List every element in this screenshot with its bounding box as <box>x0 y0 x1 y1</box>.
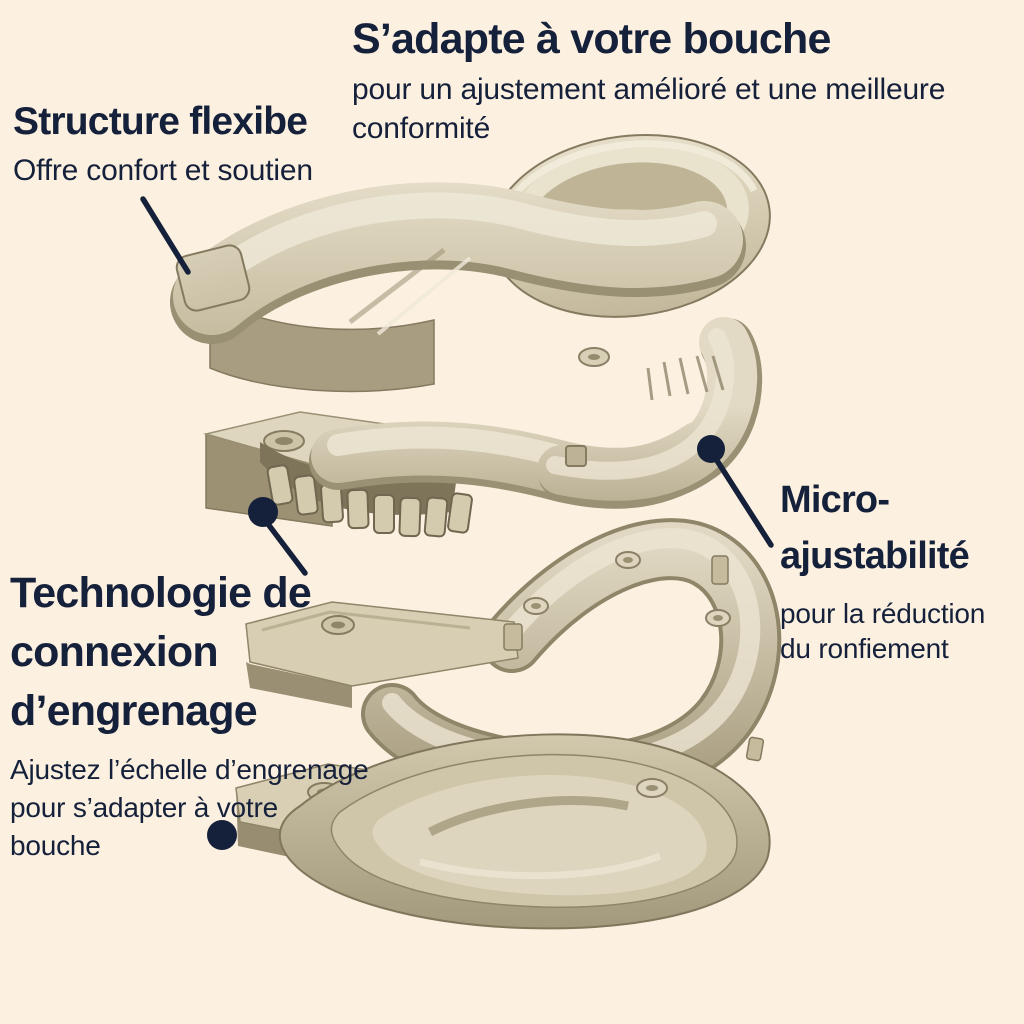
layer-lower-tray <box>235 733 771 930</box>
gear-subtitle-line: bouche <box>10 830 101 861</box>
annotation-fit: S’adapte à votre bouche pour un ajusteme… <box>352 16 945 148</box>
micro-adjust-ribs <box>646 355 725 401</box>
micro-subtitle-line: du ronfiement <box>780 633 949 664</box>
fit-subtitle-line: conformité <box>352 112 491 145</box>
gear-subtitle-line: Ajustez l’échelle d’engrenage <box>10 754 369 785</box>
gear-leader-line <box>265 521 308 576</box>
micro-title: Micro- ajustabilité <box>780 472 985 584</box>
gear-title-line: Technologie de <box>10 569 312 617</box>
gear-title: Technologie de connexion d’engrenage <box>10 564 368 741</box>
micro-subtitle: pour la réduction du ronfiement <box>780 596 985 666</box>
flexible-title: Structure flexibe <box>13 100 308 143</box>
fit-title: S’adapte à votre bouche <box>352 15 831 63</box>
annotation-markers <box>140 196 774 850</box>
annotation-micro: Micro- ajustabilité pour la réduction du… <box>780 472 985 666</box>
fit-subtitle-line: pour un ajustement amélioré et une meill… <box>352 73 946 106</box>
micro-subtitle-line: pour la réduction <box>780 598 986 629</box>
ratchet-teeth <box>266 464 473 538</box>
arch-rivets <box>523 551 731 627</box>
lower-tray-marker-dot <box>207 820 237 850</box>
annotation-gear: Technologie de connexion d’engrenage Aju… <box>10 564 369 865</box>
layer-gear-arm <box>203 317 763 538</box>
gear-title-line: d’engrenage <box>10 687 258 735</box>
annotation-flexible: Structure flexibe Offre confort et souti… <box>13 100 313 190</box>
micro-marker-dot <box>697 435 725 463</box>
flexible-subtitle-line: Offre confort et soutien <box>13 154 313 187</box>
micro-leader-line <box>713 456 774 548</box>
gear-title-line: connexion <box>10 628 219 676</box>
micro-title-line: Micro- <box>780 479 890 521</box>
layer-upper-tray <box>170 134 771 393</box>
flexible-leader-line <box>140 196 191 275</box>
micro-title-line: ajustabilité <box>780 535 970 577</box>
fit-subtitle: pour un ajustement amélioré et une meill… <box>352 70 945 148</box>
gear-subtitle: Ajustez l’échelle d’engrenage pour s’ada… <box>10 751 369 865</box>
gear-marker-dot <box>248 497 278 527</box>
gear-subtitle-line: pour s’adapter à votre <box>10 792 278 823</box>
flexible-subtitle: Offre confort et soutien <box>13 152 313 190</box>
